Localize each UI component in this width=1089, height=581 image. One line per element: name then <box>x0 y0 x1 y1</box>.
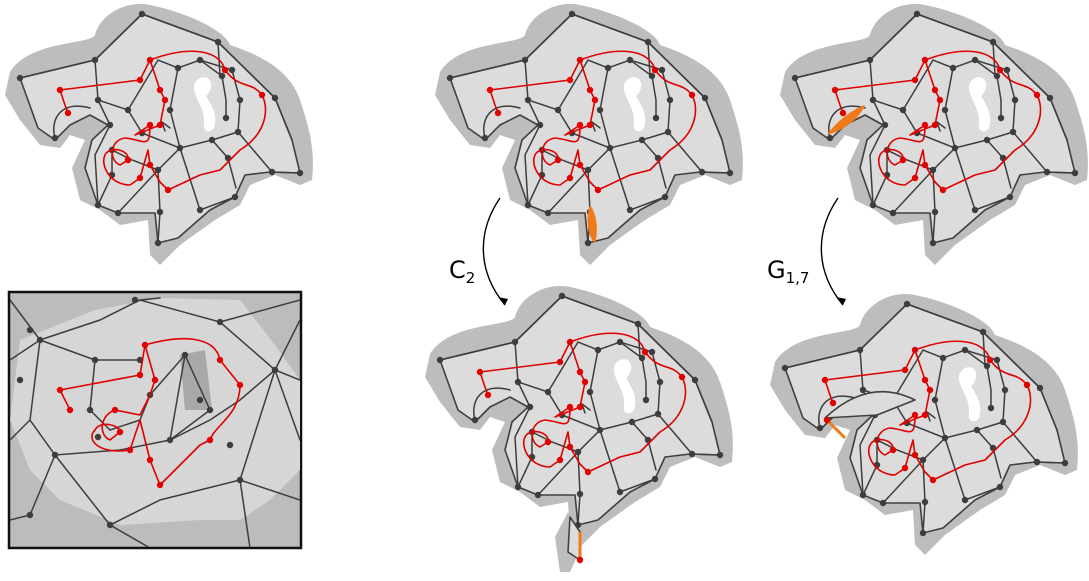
label-c2-symbol: C <box>449 256 466 284</box>
map-before-c2 <box>434 3 744 266</box>
label-g17-symbol: G <box>767 256 786 284</box>
arrow-g17 <box>820 197 846 306</box>
map-after-c2 <box>424 285 734 572</box>
map-framed-view <box>7 290 303 550</box>
highlight-edge <box>827 105 865 135</box>
map-original <box>4 3 314 266</box>
map-after-g17 <box>769 293 1079 556</box>
label-g17-subscript: 1,7 <box>786 269 810 287</box>
label-g17: G1,7 <box>767 256 809 287</box>
arrow-c2 <box>482 197 508 306</box>
map-before-g17 <box>779 3 1089 266</box>
label-c2-subscript: 2 <box>466 269 476 287</box>
highlight-edge <box>587 205 597 243</box>
label-c2: C2 <box>449 256 475 287</box>
